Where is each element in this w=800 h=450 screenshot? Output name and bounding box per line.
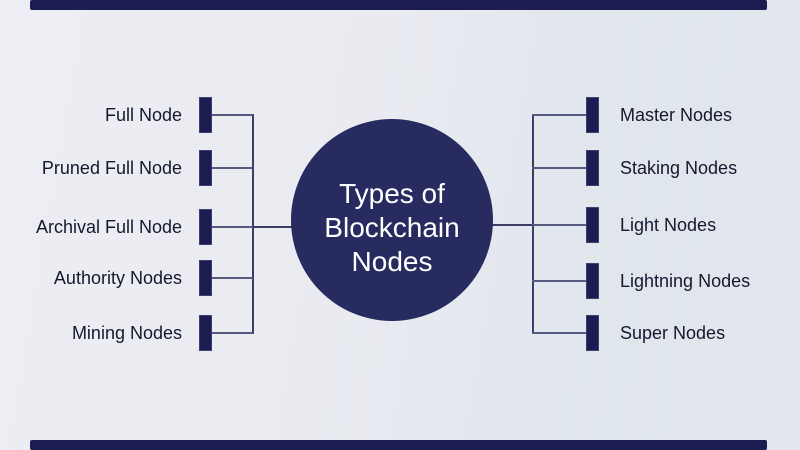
central-title-line: Nodes: [351, 246, 433, 277]
connector-line: [211, 277, 253, 279]
right-branch-main-connector: [491, 224, 534, 226]
left-item-label: Mining Nodes: [71, 323, 182, 343]
right-item-label: Master Nodes: [620, 105, 733, 125]
node-marker-bar: [586, 315, 599, 351]
right-item-label: Light Nodes: [620, 215, 717, 235]
connector-line: [532, 114, 587, 116]
top-accent-bar: [30, 0, 767, 10]
connector-line: [532, 280, 587, 282]
node-marker-bar: [199, 150, 212, 186]
left-branch-vertical-line: [252, 114, 254, 334]
bottom-accent-bar: [30, 440, 767, 450]
connector-line: [532, 167, 587, 169]
connector-line: [532, 224, 587, 226]
central-topic-circle: Types of Blockchain Nodes: [291, 119, 493, 321]
right-item-label: Super Nodes: [620, 323, 726, 343]
left-branch-main-connector: [252, 226, 294, 228]
left-item-label: Full Node: [104, 105, 182, 125]
left-item-label: Authority Nodes: [53, 268, 182, 288]
connector-line: [211, 226, 253, 228]
node-marker-bar: [199, 209, 212, 245]
node-marker-bar: [199, 315, 212, 351]
left-item-label: Archival Full Node: [35, 217, 182, 237]
node-marker-bar: [199, 260, 212, 296]
central-title-line: Types of: [339, 178, 445, 209]
right-item-label: Staking Nodes: [620, 158, 738, 178]
node-marker-bar: [586, 97, 599, 133]
connector-line: [211, 332, 253, 334]
central-title-line: Blockchain: [324, 212, 460, 243]
node-marker-bar: [586, 207, 599, 243]
right-item-label: Lightning Nodes: [620, 271, 751, 291]
connector-line: [211, 167, 253, 169]
left-item-label: Pruned Full Node: [41, 158, 182, 178]
node-marker-bar: [586, 263, 599, 299]
node-marker-bar: [586, 150, 599, 186]
connector-line: [211, 114, 253, 116]
node-marker-bar: [199, 97, 212, 133]
connector-line: [532, 332, 587, 334]
